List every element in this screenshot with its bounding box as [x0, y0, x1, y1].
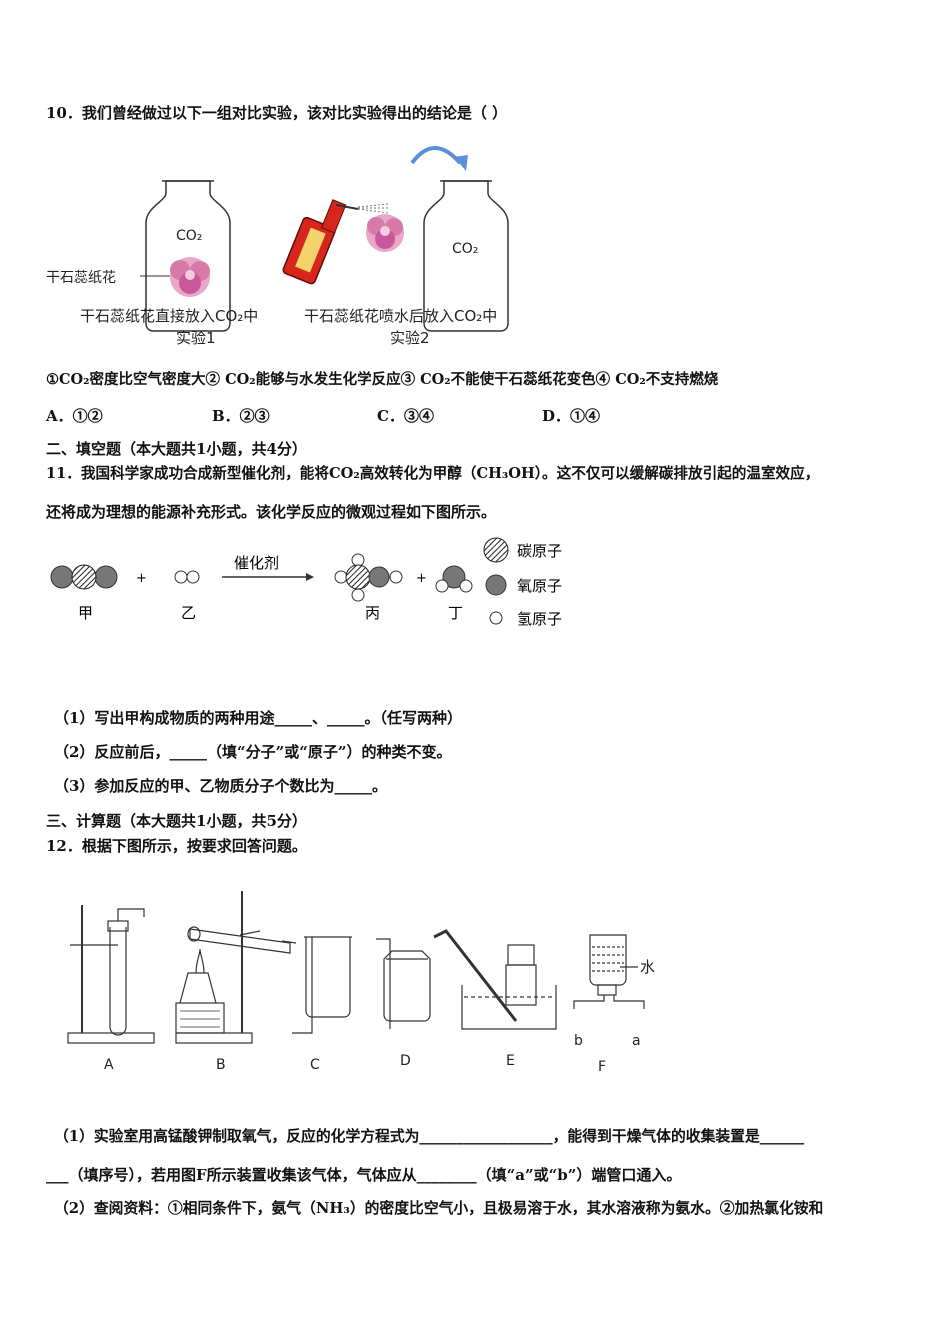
q11-sub2: （2）反应前后，_____（填“分子”或“原子”）的种类不变。 [54, 743, 452, 761]
label-ding: 丁 [448, 604, 463, 622]
legend-hydrogen-label: 氢原子 [517, 610, 562, 628]
bottle1-label: CO₂ [176, 228, 202, 244]
label-bing: 丙 [365, 604, 380, 622]
label-d: D [400, 1053, 411, 1069]
apparatus-d [376, 938, 431, 1029]
legend-carbon-label: 碳原子 [517, 542, 562, 560]
label-port-a: a [632, 1033, 641, 1049]
q11-reaction-figure: + 催化剂 + 甲 乙 丙 丁 碳原子 氧原子 氢原子 [50, 537, 562, 628]
label-b: B [216, 1057, 226, 1073]
plus-sign-2: + [416, 571, 427, 586]
molecule-yi [174, 570, 200, 584]
q10-option-c[interactable]: C．③④ [377, 407, 434, 425]
section3-heading: 三、计算题（本大题共1小题，共5分） [46, 812, 307, 830]
label-e: E [506, 1053, 515, 1069]
paper-flower-1 [170, 257, 210, 297]
molecule-jia [50, 564, 118, 590]
legend-oxygen-icon [485, 574, 507, 596]
apparatus-f [573, 934, 645, 1009]
apparatus-e [433, 929, 557, 1030]
bottle2-label: CO₂ [452, 241, 478, 257]
q11-sub3: （3）参加反应的甲、乙物质分子个数比为_____。 [54, 777, 387, 795]
gas-bottle-1 [145, 180, 231, 332]
q10-option-b[interactable]: B．②③ [212, 407, 270, 425]
q10-statements: ①CO₂密度比空气密度大② CO₂能够与水发生化学反应③ CO₂不能使干石蕊纸花… [46, 371, 719, 388]
apparatus-c [292, 936, 352, 1034]
q12-stem: 12．根据下图所示，按要求回答问题。 [46, 837, 307, 855]
q12-apparatus-figure: A B C D E 水 b [67, 891, 655, 1075]
label-water: 水 [640, 958, 655, 976]
label-port-b: b [574, 1033, 583, 1049]
molecule-bing [334, 553, 403, 602]
q12-sub1-line1: （1）实验室用高锰酸钾制取氧气，反应的化学方程式为_______________… [54, 1128, 805, 1145]
legend-carbon-icon [483, 537, 509, 563]
legend-oxygen-label: 氧原子 [517, 577, 562, 595]
molecule-ding [435, 565, 473, 593]
q10-option-a[interactable]: A．①② [46, 407, 103, 425]
exp2-title: 实验2 [390, 329, 430, 347]
spray-bottle [282, 199, 390, 285]
plus-sign-1: + [136, 571, 147, 586]
apparatus-b [175, 891, 297, 1044]
gas-bottle-2 [423, 180, 509, 332]
q11-sub1: （1）写出甲构成物质的两种用途_____、_____。（任写两种） [54, 709, 462, 727]
label-yi: 乙 [181, 604, 196, 622]
label-a: A [104, 1057, 114, 1073]
q12-sub2: （2）查阅资料：①相同条件下，氨气（NH₃）的密度比空气小，且极易溶于水，其水溶… [54, 1200, 824, 1217]
label-f: F [598, 1059, 606, 1075]
section2-heading: 二、填空题（本大题共1小题，共4分） [46, 440, 307, 458]
exp1-title: 实验1 [176, 329, 216, 347]
q10-figure: CO₂ 干石蕊纸花 CO₂ 干石蕊纸花直接放入CO₂中 实验1 干石蕊纸花喷水后… [46, 146, 509, 347]
dry-flower-label: 干石蕊纸花 [46, 270, 116, 286]
q10-stem: 10．我们曾经做过以下一组对比实验，该对比实验得出的结论是（ ） [46, 104, 508, 122]
catalyst-label: 催化剂 [234, 554, 279, 572]
apparatus-a [67, 905, 155, 1044]
exp1-caption: 干石蕊纸花直接放入CO₂中 [80, 307, 258, 325]
legend-hydrogen-icon [489, 611, 503, 625]
transfer-arrow-icon [410, 146, 462, 165]
label-jia: 甲 [78, 604, 93, 622]
paper-flower-2 [366, 214, 404, 252]
q11-stem-line2: 还将成为理想的能源补充形式。该化学反应的微观过程如下图所示。 [46, 503, 497, 521]
q11-stem-line1: 11．我国科学家成功合成新型催化剂，能将CO₂高效转化为甲醇（CH₃OH）。这不… [46, 465, 820, 482]
q10-option-d[interactable]: D．①④ [542, 407, 601, 425]
exp2-caption: 干石蕊纸花喷水后放入CO₂中 [304, 307, 497, 325]
q12-sub1-line2: ___（填序号），若用图F所示装置收集该气体，气体应从________（填“a”… [46, 1166, 682, 1184]
label-c: C [310, 1057, 320, 1073]
